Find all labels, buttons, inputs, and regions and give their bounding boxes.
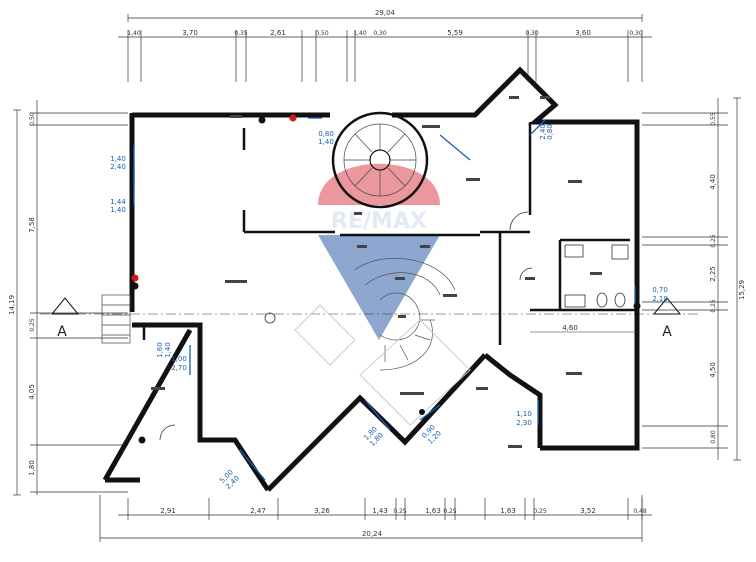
- right-seg-label: 0,25: [710, 299, 717, 313]
- marker-black: [258, 116, 266, 124]
- left-seg-label: 4,05: [28, 384, 36, 400]
- top-dimensions: [118, 14, 652, 82]
- section-arrow-left-icon: [50, 297, 80, 315]
- right-seg-label: 4,50: [709, 362, 717, 378]
- watermark-brand: RE/MAX: [331, 209, 427, 234]
- top-total-label: 29,04: [375, 9, 396, 17]
- opening-label: 1,00: [171, 355, 187, 363]
- opening-label: 0,80: [318, 130, 334, 138]
- top-seg-label: 1,40: [127, 30, 141, 37]
- marker-black: [633, 302, 641, 310]
- inner-walls: [142, 122, 637, 345]
- door-swing: [159, 424, 176, 441]
- corridor-dimension: 4,60: [530, 324, 637, 333]
- opening-label: 2,70: [171, 364, 187, 372]
- room-tags: [151, 96, 602, 448]
- opening-label: 1,44: [110, 198, 126, 206]
- opening-label: 1,40: [110, 155, 126, 163]
- outer-wall-south: [266, 353, 487, 492]
- top-seg-label: 0,50: [315, 30, 329, 37]
- bottom-dimensions: [99, 495, 652, 542]
- bottom-seg-label: 0,25: [393, 508, 407, 515]
- balloon-bottom-blue: [318, 235, 440, 340]
- marker-black: [419, 409, 425, 415]
- bottom-seg-label: 1,63: [425, 507, 441, 515]
- left-seg-label: 0,50: [29, 112, 36, 126]
- opening-label: 1,10: [516, 410, 532, 418]
- top-seg-label: 2,61: [270, 29, 286, 37]
- bottom-dimension-labels: 2,91 2,47 3,26 1,43 0,25 1,63 0,25 1,63 …: [160, 507, 647, 538]
- outer-wall-north-east: [392, 66, 640, 451]
- outer-wall-south-east: [483, 353, 543, 448]
- corridor-dim-label: 4,60: [562, 324, 578, 332]
- right-dimension-labels: 15,29 0,55 4,40 0,25 2,25 0,25 4,50 0,80: [709, 112, 746, 444]
- right-seg-label: 0,80: [710, 430, 717, 444]
- marker-black: [131, 282, 139, 290]
- left-seg-label: 0,25: [29, 318, 36, 332]
- outer-wall-west-lower: [132, 322, 271, 492]
- bottom-seg-label: 0,25: [443, 508, 457, 515]
- bottom-seg-label: 2,47: [250, 507, 266, 515]
- markers: [131, 114, 641, 444]
- opening-label: 2,40: [110, 163, 126, 171]
- section-label-left: A: [57, 324, 67, 340]
- top-seg-label: 3,60: [575, 29, 591, 37]
- right-total-label: 15,29: [738, 280, 746, 300]
- bottom-seg-label: 0,25: [533, 508, 547, 515]
- opening-label: 1,40: [110, 206, 126, 214]
- opening-label: 2,10: [652, 295, 668, 303]
- opening-label: 1,40: [164, 342, 172, 358]
- window-openings: [133, 117, 636, 481]
- bottom-seg-label: 2,91: [160, 507, 176, 515]
- opening-label: 1,40: [318, 138, 334, 146]
- top-seg-label: 0,30: [525, 30, 539, 37]
- door-swing: [509, 211, 529, 231]
- opening-label: 0,80: [546, 124, 554, 140]
- bathroom-fixtures: [159, 211, 629, 441]
- left-total-label: 14,19: [8, 295, 16, 315]
- right-dimensions: [642, 97, 741, 461]
- top-seg-label: 0,30: [629, 30, 643, 37]
- right-seg-label: 0,25: [710, 234, 717, 248]
- top-seg-label: 0,35: [234, 30, 248, 37]
- right-seg-label: 4,40: [709, 174, 717, 190]
- top-seg-label: 1,40: [353, 30, 367, 37]
- entrance-steps: [101, 294, 131, 344]
- section-line: A A: [40, 297, 700, 340]
- opening-label: 2,40: [539, 124, 547, 140]
- marker-red: [289, 114, 297, 122]
- balloon-band: [318, 205, 440, 235]
- left-seg-label: 1,80: [28, 460, 36, 476]
- opening-labels: 1,40 2,40 1,44 1,40 0,80 1,40 0,80 2,40 …: [110, 124, 668, 491]
- rotated-ghost-stair: [294, 304, 471, 426]
- left-dimensions: [13, 100, 128, 496]
- right-seg-label: 0,55: [710, 112, 717, 126]
- top-dimension-labels: 29,04 1,40 3,70 0,35 2,61 0,50 1,40 0,30…: [127, 9, 643, 37]
- marker-red: [131, 274, 139, 282]
- opening-label: 0,70: [652, 286, 668, 294]
- left-dimension-labels: 14,19 0,50 7,58 0,25 4,05 1,80: [8, 112, 36, 476]
- bottom-seg-label: 1,63: [500, 507, 516, 515]
- left-seg-label: 7,58: [28, 217, 36, 233]
- right-seg-label: 2,25: [709, 266, 717, 282]
- remax-watermark: RE/MAX: [318, 163, 440, 340]
- bottom-seg-label: 3,52: [580, 507, 596, 515]
- top-seg-label: 0,30: [373, 30, 387, 37]
- marker-black: [138, 436, 146, 444]
- bottom-seg-label: 3,26: [314, 507, 330, 515]
- top-seg-label: 5,59: [447, 29, 463, 37]
- opening-label: 1,60: [156, 342, 164, 358]
- opening-label: 2,30: [516, 419, 532, 427]
- bottom-total-label: 20,24: [362, 530, 383, 538]
- section-label-right: A: [662, 324, 672, 340]
- spiral-staircase-upper: [331, 111, 429, 209]
- angled-wing-wall: [102, 328, 193, 483]
- section-arrow-right-icon: [652, 297, 682, 315]
- top-seg-label: 3,70: [182, 29, 198, 37]
- bottom-seg-label: 0,48: [633, 508, 647, 515]
- bottom-seg-label: 1,43: [372, 507, 388, 515]
